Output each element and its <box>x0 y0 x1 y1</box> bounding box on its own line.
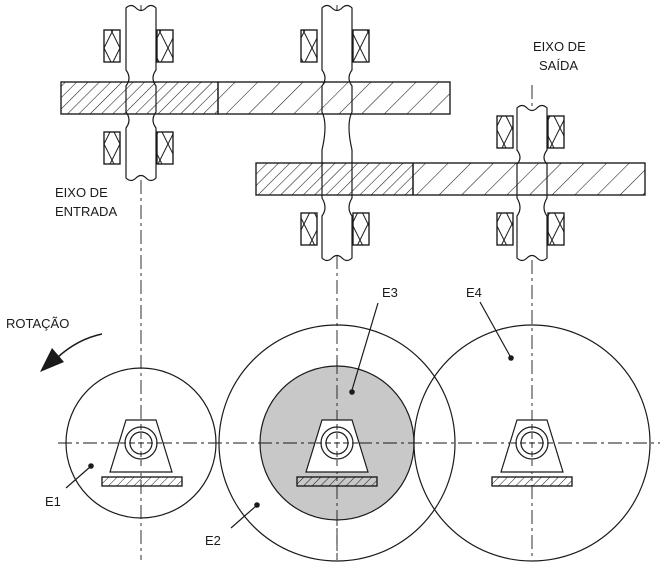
intermediate-shaft-bearings <box>300 29 370 246</box>
support-intermediate <box>296 419 378 487</box>
gear-e1-section <box>60 81 219 115</box>
input-shaft-bearings <box>103 29 174 165</box>
leader-e4 <box>479 301 514 361</box>
leader-e1 <box>65 463 94 489</box>
input-shaft-label-line1: EIXO DE <box>55 185 108 200</box>
support-output <box>491 419 573 487</box>
gear-e2-label: E2 <box>205 533 221 548</box>
gear-e4-label: E4 <box>466 285 482 300</box>
section-view <box>60 4 646 560</box>
input-shaft-label-line2: ENTRADA <box>55 204 117 219</box>
leader-e3 <box>349 302 379 395</box>
intermediate-shaft <box>321 4 353 262</box>
rotation-arrow-icon <box>40 333 103 372</box>
gear-e3-section <box>255 162 414 196</box>
leader-e2 <box>230 502 260 529</box>
output-shaft-label-line2: SAÍDA <box>539 58 578 73</box>
gear-e1-label: E1 <box>45 494 61 509</box>
support-input <box>101 419 183 487</box>
gear-e4-section <box>412 162 646 196</box>
rotation-label: ROTAÇÃO <box>6 316 69 331</box>
output-shaft-label-line1: EIXO DE <box>533 39 586 54</box>
output-shaft-bearings <box>496 115 565 246</box>
gear-e2-section <box>217 81 451 115</box>
front-view <box>40 301 660 562</box>
gear-e3-label: E3 <box>382 285 398 300</box>
